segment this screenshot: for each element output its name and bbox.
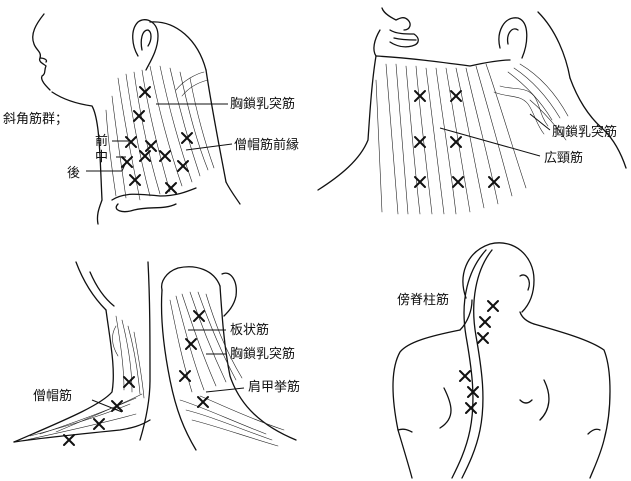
trigger-point-marker bbox=[130, 175, 140, 185]
leader-lines-top-right bbox=[440, 114, 550, 156]
trigger-point-marker bbox=[480, 317, 490, 327]
trigger-markers-top-right bbox=[415, 91, 499, 187]
scalene-anterior-label: 前 bbox=[95, 133, 108, 149]
trigger-point-marker bbox=[134, 111, 144, 121]
trigger-point-marker bbox=[140, 151, 150, 161]
trigger-point-marker bbox=[460, 371, 470, 381]
levator-scapulae-label: 肩甲挙筋 bbox=[248, 379, 300, 395]
trigger-point-marker bbox=[64, 435, 74, 445]
scalene-middle-label: 中 bbox=[95, 150, 108, 165]
trigger-point-marker bbox=[478, 333, 488, 343]
erector-spinae-label: 傍脊柱筋 bbox=[397, 292, 449, 308]
trigger-point-marker bbox=[451, 91, 461, 101]
trigger-point-marker bbox=[122, 157, 132, 167]
trigger-point-marker bbox=[160, 151, 170, 161]
trigger-point-marker bbox=[186, 339, 196, 349]
trigger-point-marker bbox=[124, 377, 134, 387]
panel-top-left: 斜角筋群； 前 中 後 胸鎖乳突筋 僧帽筋前縁 bbox=[3, 14, 299, 224]
scm-label-bottom-left: 胸鎖乳突筋 bbox=[230, 346, 295, 362]
platysma-fibers bbox=[376, 64, 526, 214]
platysma-label: 広頸筋 bbox=[544, 150, 583, 166]
trigger-point-marker bbox=[453, 177, 463, 187]
trigger-point-marker bbox=[166, 183, 176, 193]
trigger-markers-top-left bbox=[122, 87, 192, 193]
trigger-point-marker bbox=[194, 311, 204, 321]
panel-bottom-left: 板状筋 胸鎖乳突筋 肩甲挙筋 僧帽筋 bbox=[14, 262, 300, 450]
trigger-markers-bottom-left-back bbox=[180, 311, 208, 407]
trigger-point-marker bbox=[180, 371, 190, 381]
trigger-point-marker bbox=[451, 137, 461, 147]
trapezius-border-label: 僧帽筋前縁 bbox=[234, 137, 299, 153]
neck-front-outline bbox=[14, 262, 150, 442]
back-torso-outline bbox=[393, 243, 610, 478]
trapezius-label: 僧帽筋 bbox=[33, 388, 72, 404]
trigger-point-marker bbox=[126, 137, 136, 147]
trigger-markers-bottom-left-front bbox=[64, 377, 134, 445]
back-neck-fibers bbox=[170, 292, 284, 446]
trigger-point-marker bbox=[198, 397, 208, 407]
neck-muscle-fibers bbox=[106, 66, 214, 200]
trigger-point-marker bbox=[488, 301, 498, 311]
spine-line bbox=[452, 250, 492, 478]
panel-bottom-right: 傍脊柱筋 bbox=[393, 243, 610, 478]
trigger-point-marker bbox=[466, 403, 476, 413]
trigger-point-marker bbox=[415, 91, 425, 101]
scm-label-top-right: 胸鎖乳突筋 bbox=[552, 124, 617, 140]
scm-label-top-left: 胸鎖乳突筋 bbox=[230, 96, 295, 112]
panel-top-right: 胸鎖乳突筋 広頸筋 bbox=[318, 8, 626, 214]
splenius-label: 板状筋 bbox=[230, 322, 269, 338]
scalene-group-label: 斜角筋群； bbox=[3, 111, 68, 127]
scalene-posterior-label: 後 bbox=[67, 166, 80, 181]
